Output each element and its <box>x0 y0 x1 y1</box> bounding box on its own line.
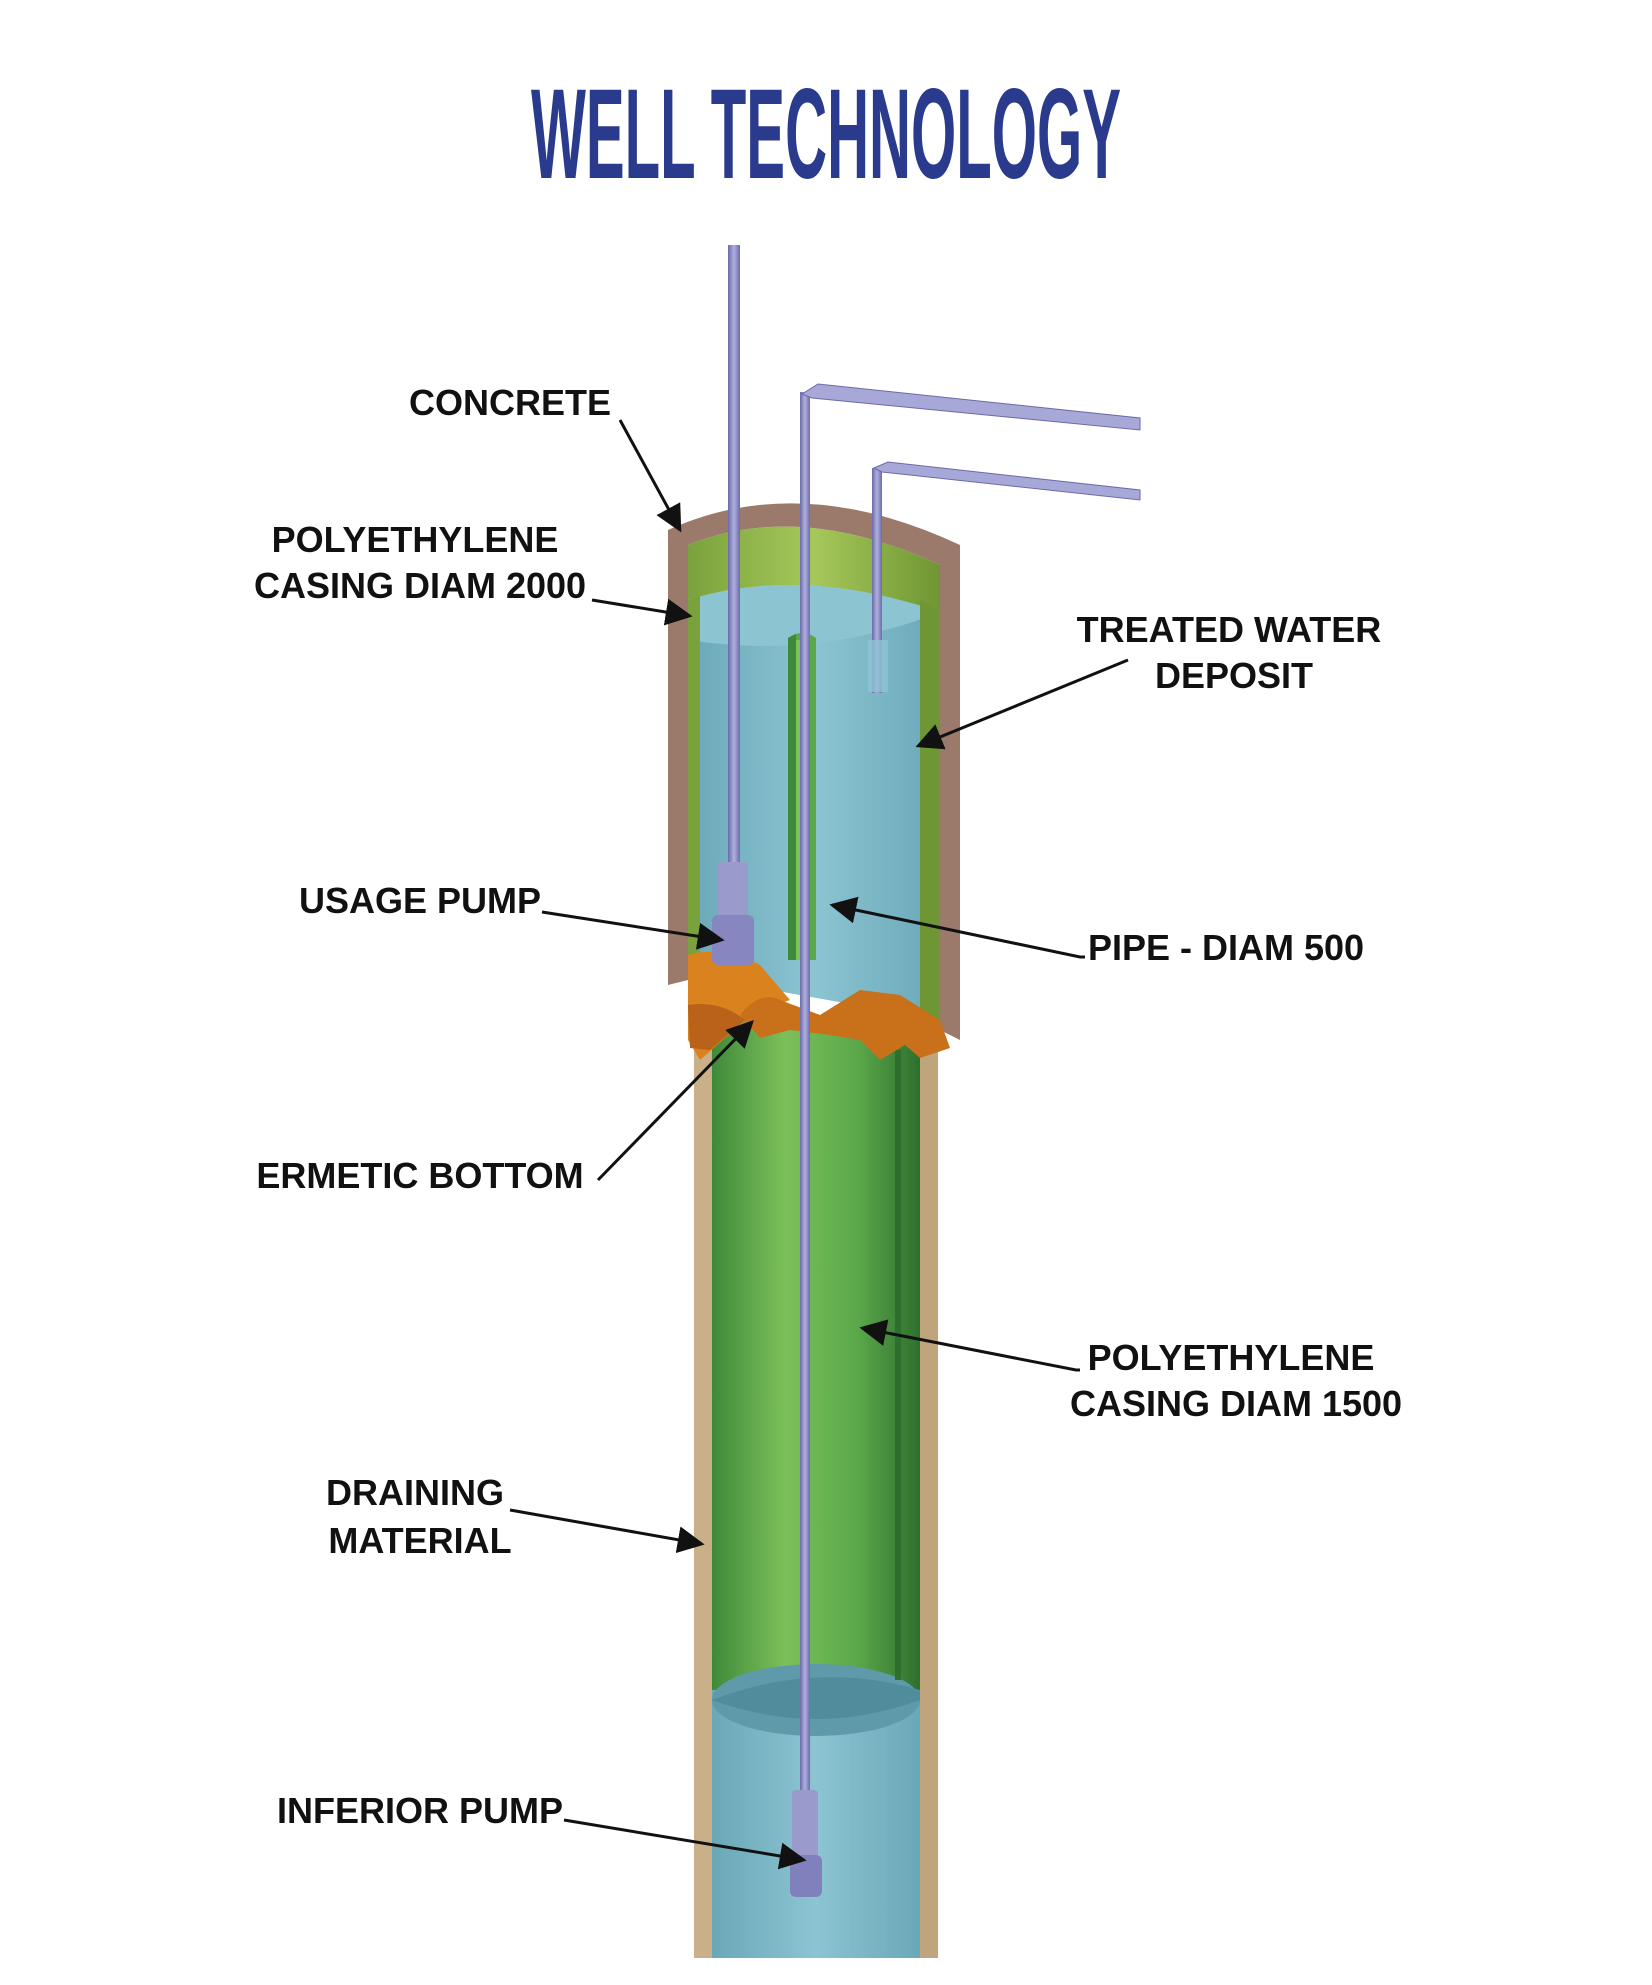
label-casing-2000-line-2: CASING DIAM 2000 <box>254 565 586 606</box>
arrow-draining-material <box>509 1508 705 1554</box>
ermetic-bottom <box>688 951 950 1060</box>
inner-casing-1500 <box>712 1010 920 1958</box>
short-riser <box>868 461 1141 693</box>
label-concrete: CONCRETE <box>409 382 611 423</box>
label-treated-water: TREATED WATER DEPOSIT <box>1077 609 1392 696</box>
label-draining-material: DRAINING MATERIAL <box>326 1472 514 1561</box>
label-ermetic-bottom: ERMETIC BOTTOM <box>256 1155 583 1196</box>
page-title: WELL TECHNOLOGY <box>531 63 1121 206</box>
arrow-treated-water <box>915 658 1129 750</box>
label-casing-1500-line-1: POLYETHYLENE <box>1088 1337 1375 1378</box>
label-inferior-pump: INFERIOR PUMP <box>277 1790 563 1831</box>
arrow-inferior-pump <box>563 1818 807 1870</box>
arrow-pipe-500 <box>829 896 1085 959</box>
arrow-ermetic-bottom <box>596 1020 754 1182</box>
usage-pump-riser <box>712 245 754 965</box>
label-treated-water-line-2: DEPOSIT <box>1155 655 1313 696</box>
label-draining-material-line-1: DRAINING <box>326 1472 504 1513</box>
arrow-casing-1500 <box>859 1319 1080 1372</box>
arrow-concrete <box>618 419 682 533</box>
leader-lines <box>509 419 1129 1870</box>
label-casing-2000-line-1: POLYETHYLENE <box>272 519 559 560</box>
arrow-casing-2000 <box>591 598 693 626</box>
label-casing-1500: POLYETHYLENE CASING DIAM 1500 <box>1070 1337 1402 1424</box>
arrow-usage-pump <box>541 910 725 950</box>
label-casing-1500-line-2: CASING DIAM 1500 <box>1070 1383 1402 1424</box>
labels: CONCRETE POLYETHYLENE CASING DIAM 2000 T… <box>254 382 1402 1831</box>
label-treated-water-line-1: TREATED WATER <box>1077 609 1382 650</box>
label-draining-material-line-2: MATERIAL <box>328 1520 511 1561</box>
label-pipe-500: PIPE - DIAM 500 <box>1088 927 1364 968</box>
label-usage-pump: USAGE PUMP <box>299 880 541 921</box>
label-casing-2000: POLYETHYLENE CASING DIAM 2000 <box>254 519 586 606</box>
